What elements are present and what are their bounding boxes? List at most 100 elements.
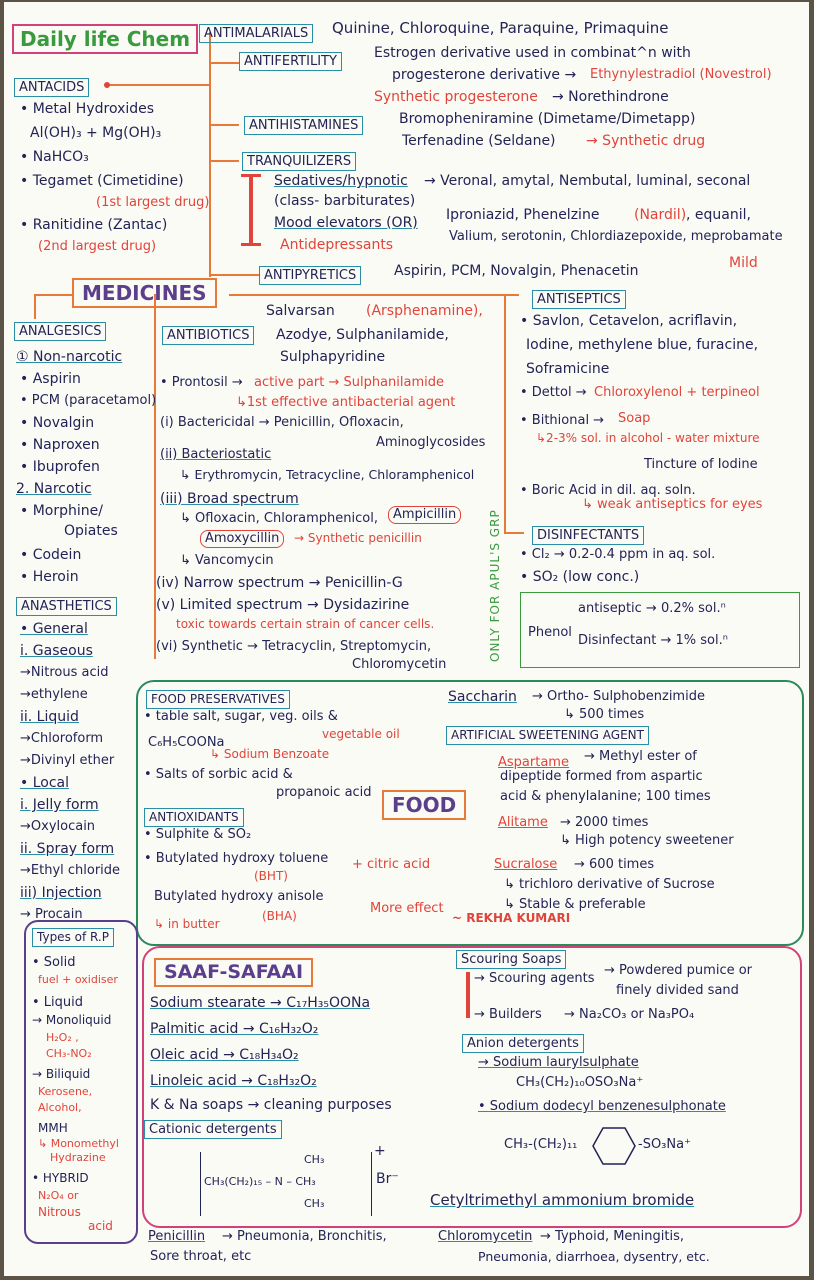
- aspartame-desc: → Methyl ester of: [584, 749, 697, 764]
- scouring-label: Scouring Soaps: [456, 950, 567, 969]
- antifertility-line2b: Ethynylestradiol (Novestrol): [590, 67, 772, 82]
- rp-item: → Monoliquid: [32, 1013, 112, 1027]
- connector-line: [229, 294, 519, 296]
- saccharin: Saccharin: [448, 689, 517, 705]
- rp-note: Kerosene,: [38, 1085, 93, 1098]
- mood-list-2: Valium, serotonin, Chlordiazepoxide, mep…: [449, 229, 783, 244]
- rp-label: Types of R.P: [32, 928, 114, 947]
- antiseptics-line: Soframicine: [526, 361, 610, 377]
- sucralose-desc: → 600 times: [574, 857, 655, 872]
- rp-note: fuel + oxidiser: [38, 973, 118, 986]
- anion-item: • Sodium dodecyl benzenesulphonate: [478, 1099, 726, 1114]
- soap-row: Oleic acid → C₁₈H₃₄O₂: [150, 1047, 299, 1063]
- rp-note: Hydrazine: [50, 1151, 106, 1164]
- connector-line: [209, 124, 239, 126]
- anesthetic-item: ii. Spray form: [20, 841, 115, 857]
- antiseptics-label: ANTISEPTICS: [532, 290, 626, 309]
- anesthetic-item: iii) Injection: [20, 885, 102, 901]
- mood-list-1c: , equanil,: [686, 207, 751, 223]
- non-narcotic-label: ① Non-narcotic: [16, 349, 123, 365]
- antioxidants-label: ANTIOXIDANTS: [144, 808, 244, 827]
- connector-line: [209, 160, 239, 162]
- scouring-agents: → Scouring agents: [474, 971, 595, 986]
- prontosil: • Prontosil →: [160, 375, 243, 390]
- ampicillin: Ampicillin: [388, 506, 462, 525]
- analgesic-item: • Ibuprofen: [20, 459, 100, 475]
- preservative-line: propanoic acid: [276, 785, 372, 800]
- antiseptics-line: • Savlon, Cetavelon, acriflavin,: [520, 313, 738, 329]
- antiseptics-line: Iodine, methylene blue, furacine,: [526, 337, 759, 353]
- broad-list: ↳ Ofloxacin, Chloramphenicol,: [180, 511, 378, 526]
- more-effect: More effect: [370, 901, 444, 916]
- saaf-panel: [142, 946, 802, 1228]
- saccharin-times: ↳ 500 times: [564, 707, 645, 722]
- broad-spectrum: (iii) Broad spectrum: [160, 491, 299, 507]
- anesthetic-item: • Local: [20, 775, 69, 791]
- side-note: ONLY FOR APUL'S GRP: [488, 509, 502, 662]
- synthetic: (vi) Synthetic → Tetracyclin, Streptomyc…: [156, 639, 432, 654]
- connector-line: [154, 294, 156, 659]
- antifertility-line2a: progesterone derivative →: [392, 67, 577, 83]
- author: ~ REKHA KUMARI: [452, 911, 571, 925]
- antioxidant-line: • Butylated hydroxy toluene: [144, 851, 329, 866]
- antacid-note: (2nd largest drug): [38, 239, 157, 254]
- rp-note: ↳ Monomethyl: [38, 1137, 119, 1150]
- ctab-ch3: CH₃: [304, 1153, 325, 1166]
- bracket-icon: [466, 972, 470, 1018]
- page-title: Daily life Chem: [12, 24, 199, 54]
- footer-chloromycetin-use: → Typhoid, Meningitis,: [540, 1229, 684, 1244]
- antipyretics-label: ANTIPYRETICS: [259, 266, 362, 285]
- mood-label: Mood elevators (OR): [274, 215, 418, 231]
- antifertility-line3a: Synthetic progesterone: [374, 89, 538, 105]
- analgesic-item: • Novalgin: [20, 415, 95, 431]
- antacids-label: ANTACIDS: [14, 78, 90, 97]
- phenol-disinfectant: Disinfectant → 1% sol.ⁿ: [578, 633, 728, 648]
- bacteriostatic: (ii) Bacteriostatic: [160, 447, 272, 462]
- ctab-formula: CH₃(CH₂)₁₅ – N – CH₃: [204, 1175, 316, 1188]
- tincture-solution: ↳2-3% sol. in alcohol - water mixture: [536, 431, 760, 445]
- preservative-line: • table salt, sugar, veg. oils &: [144, 709, 338, 724]
- rp-note: Alcohol,: [38, 1101, 82, 1114]
- antifertility-line1: Estrogen derivative used in combinat^n w…: [374, 45, 691, 61]
- anesthetic-item: →Chloroform: [20, 731, 104, 746]
- antacid-item: • Tegamet (Cimetidine): [20, 173, 184, 189]
- bha-note: (BHA): [262, 909, 297, 923]
- anion-formula: CH₃(CH₂)₁₀OSO₃Na⁺: [516, 1075, 644, 1090]
- food-preservatives-label: FOOD PRESERVATIVES: [146, 690, 290, 709]
- antihistamines-line2b: → Synthetic drug: [586, 133, 706, 149]
- antifertility-label: ANTIFERTILITY: [239, 52, 342, 71]
- aspartame-desc: acid & phenylalanine; 100 times: [500, 789, 711, 804]
- antihistamines-label: ANTIHISTAMINES: [244, 116, 364, 135]
- rp-note: N₂O₄ or: [38, 1189, 79, 1202]
- sucralose: Sucralose: [494, 857, 558, 872]
- analgesics-label: ANALGESICS: [14, 322, 107, 341]
- sedatives-list: → Veronal, amytal, Nembutal, luminal, se…: [424, 173, 751, 189]
- aspartame: Aspartame: [498, 755, 569, 770]
- cationic-label: Cationic detergents: [144, 1120, 282, 1139]
- dettol: • Dettol →: [520, 385, 587, 400]
- rp-note: Nitrous: [38, 1205, 81, 1219]
- saaf-heading: SAAF-SAFAAI: [154, 958, 314, 987]
- rp-item: MMH: [38, 1121, 68, 1135]
- footer-penicillin: Penicillin: [148, 1229, 206, 1244]
- antacid-item: • NaHCO₃: [20, 149, 89, 165]
- connector-line: [34, 294, 36, 319]
- antacid-note: (1st largest drug): [96, 195, 210, 210]
- anesthetic-item: ii. Liquid: [20, 709, 79, 725]
- connector-line: [504, 294, 506, 534]
- prontosil-active: active part → Sulphanilamide: [254, 375, 444, 390]
- rp-item: → Biliquid: [32, 1067, 91, 1081]
- rp-item: • Solid: [32, 955, 76, 970]
- disinfectant-line: • Cl₂ → 0.2-0.4 ppm in aq. sol.: [520, 547, 716, 562]
- disinfectants-label: DISINFECTANTS: [532, 526, 645, 545]
- phenol-label: Phenol: [528, 625, 572, 640]
- sucralose-desc: ↳ trichloro derivative of Sucrose: [504, 877, 715, 892]
- soap-row: Palmitic acid → C₁₆H₃₂O₂: [150, 1021, 319, 1037]
- anion-formula: -SO₃Na⁺: [638, 1137, 691, 1152]
- rp-item: • HYBRID: [32, 1171, 89, 1185]
- amoxycillin: Amoxycillin: [200, 530, 285, 549]
- preservative-line: • Salts of sorbic acid &: [144, 767, 293, 782]
- antioxidant-line: Butylated hydroxy anisole: [154, 889, 324, 904]
- antacid-item: • Ranitidine (Zantac): [20, 217, 168, 233]
- alitame-desc: → 2000 times: [560, 815, 649, 830]
